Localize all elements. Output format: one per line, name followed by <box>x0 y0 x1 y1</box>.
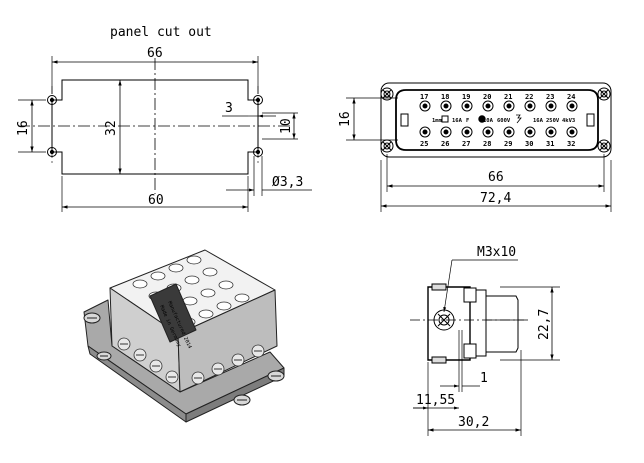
iso-mount-screws <box>83 312 285 406</box>
top-contact-numbers: 17 18 19 20 21 22 23 24 <box>420 93 575 101</box>
top-contact-row <box>419 100 578 112</box>
iso-label-plate <box>149 283 197 343</box>
hole-diameter-label: Ø3,3 <box>272 175 303 190</box>
cutout-slot-10: 10 <box>279 118 294 134</box>
rating-text: 250V <box>546 118 560 124</box>
screw-size-label: M3x10 <box>477 245 516 260</box>
contact-number: 27 <box>462 140 470 148</box>
panel-cutout-view: panel cut out 66 60 16 32 <box>16 25 312 212</box>
cutout-width-60: 60 <box>148 193 164 208</box>
side-view: M3x10 22,7 1 11,55 30,2 <box>410 245 560 436</box>
side-offset-1: 1 <box>480 371 488 386</box>
rating-text: 4kV3 <box>562 118 575 124</box>
contact-number: 17 <box>420 93 428 101</box>
contact-number: 26 <box>441 140 449 148</box>
rating-text: 16A <box>452 118 463 124</box>
side-width-11-55: 11,55 <box>416 393 455 408</box>
cutout-width-66: 66 <box>147 46 163 61</box>
contact-number: 19 <box>462 93 470 101</box>
front-height-16: 16 <box>338 111 353 127</box>
side-height-22-7: 22,7 <box>537 309 552 340</box>
cutout-height-16: 16 <box>16 120 31 136</box>
front-view: 17 18 19 20 21 22 23 24 25 26 27 28 29 3… <box>338 82 612 212</box>
contact-number: 25 <box>420 140 428 148</box>
wire-gauge-icon <box>441 115 449 123</box>
panel-cutout-title: panel cut out <box>110 25 212 40</box>
contact-number: 24 <box>567 93 575 101</box>
rating-text: 10A <box>483 118 494 124</box>
contact-number: 29 <box>504 140 512 148</box>
bottom-contact-row <box>419 126 578 138</box>
contact-number: 18 <box>441 93 449 101</box>
rating-text: 16A <box>533 118 544 124</box>
certification-mark-icon <box>516 114 522 124</box>
contact-number: 21 <box>504 93 512 101</box>
rating-text: 1mm <box>432 118 443 124</box>
contact-number: 28 <box>483 140 491 148</box>
contact-number: 23 <box>546 93 554 101</box>
contact-number: 20 <box>483 93 491 101</box>
bottom-contact-numbers: 25 26 27 28 29 30 31 32 <box>420 140 575 148</box>
rating-text: F <box>466 118 469 124</box>
contact-number: 22 <box>525 93 533 101</box>
isometric-view: Made in Germany Manufactured 2014 <box>83 249 285 423</box>
flange-outline <box>380 82 612 158</box>
contact-number: 31 <box>546 140 554 148</box>
ratings-strip: 1mm 16A F 10A 600V 16A 250V 4kV3 <box>432 118 575 124</box>
ground-symbol-icon <box>478 115 486 123</box>
cutout-height-32: 32 <box>104 120 119 136</box>
front-width-66: 66 <box>488 170 504 185</box>
rating-text: 600V <box>497 118 511 124</box>
cutout-offset-3: 3 <box>225 101 233 116</box>
front-width-72-4: 72,4 <box>480 191 511 206</box>
contact-number: 30 <box>525 140 533 148</box>
side-width-30-2: 30,2 <box>458 415 489 430</box>
contact-number: 32 <box>567 140 575 148</box>
